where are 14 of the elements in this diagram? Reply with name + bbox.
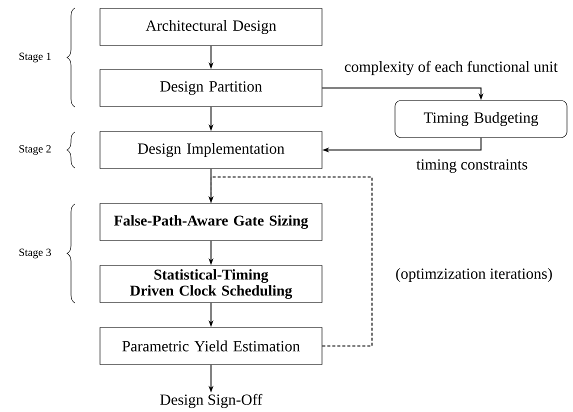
edge-label: (optimzization iterations): [396, 268, 552, 282]
edge-label: complexity of each functional unit: [344, 60, 558, 76]
stage-label: Stage 1: [19, 52, 51, 62]
stage-label: Stage 3: [19, 248, 51, 258]
process-box: Design Implementation: [100, 131, 322, 169]
process-box: Design Partition: [100, 69, 322, 107]
process-box: False-Path-Aware Gate Sizing: [100, 203, 322, 241]
process-box: Statistical-Timing Driven Clock Scheduling: [100, 265, 322, 303]
stage-label: Stage 2: [19, 145, 51, 155]
end-text: Design Sign-Off: [160, 394, 262, 408]
process-box: Timing Budgeting: [394, 100, 568, 138]
edge-label: timing constraints: [416, 159, 528, 173]
process-box: Architectural Design: [100, 8, 322, 46]
process-box: Parametric Yield Estimation: [100, 327, 322, 365]
